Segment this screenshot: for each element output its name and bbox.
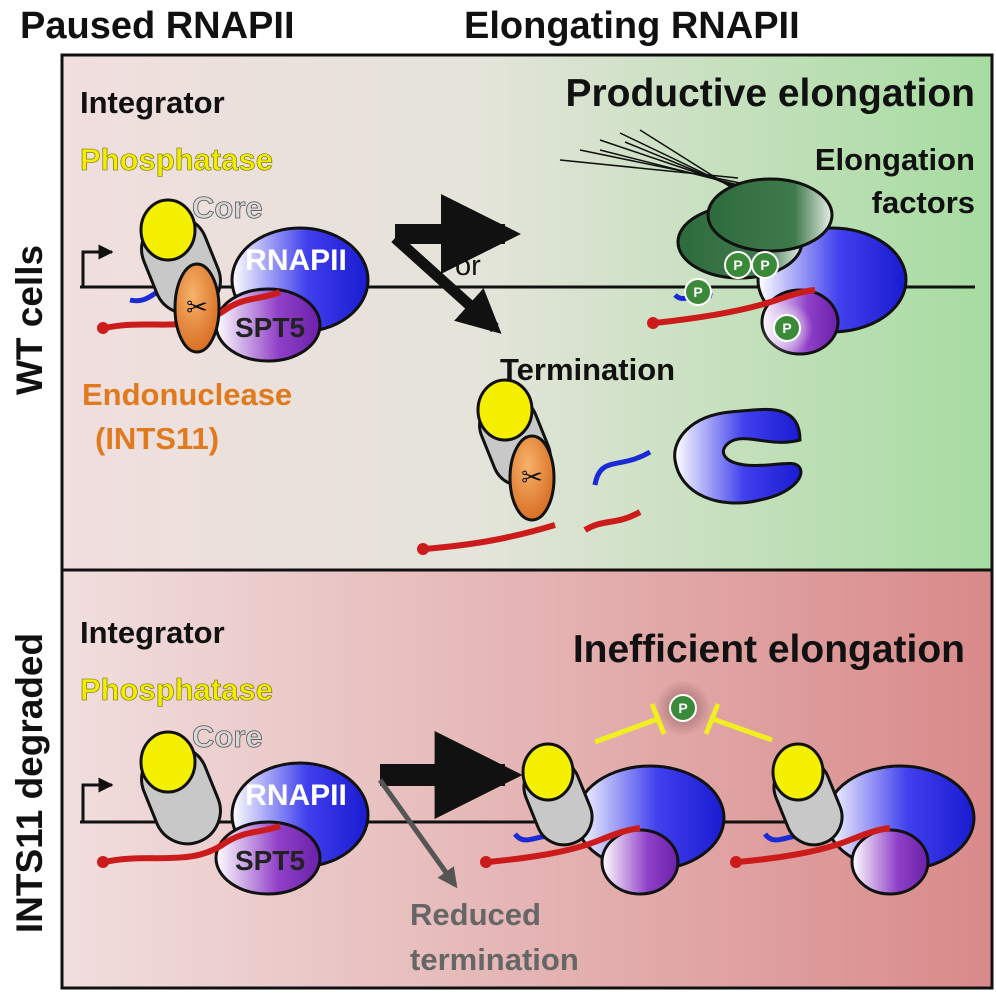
phospho-label-bottom: P bbox=[678, 700, 687, 716]
released-rnapii bbox=[673, 407, 803, 505]
nascent-rna-elong bbox=[654, 287, 816, 326]
inhibition-bar-left bbox=[649, 703, 667, 735]
phospho-label-1: P bbox=[693, 284, 702, 300]
phospho-label-4: P bbox=[782, 320, 791, 336]
label-or: or bbox=[455, 250, 481, 282]
label-reduced-line1: Reduced bbox=[410, 897, 541, 932]
arrow-to-termination bbox=[391, 233, 502, 334]
label-core-top: Core bbox=[192, 190, 263, 225]
side-label-ints11-degraded: INTS11 degraded bbox=[9, 633, 50, 933]
title-inefficient-elongation: Inefficient elongation bbox=[573, 628, 965, 671]
nascent-rna-stalled-2 bbox=[737, 825, 891, 865]
tss-arrow-bottom bbox=[81, 777, 114, 822]
arrow-reduced-termination bbox=[377, 778, 458, 889]
speed-lines bbox=[559, 129, 749, 199]
label-integrator-bottom: Integrator bbox=[80, 615, 225, 650]
label-ints11: (INTS11) bbox=[95, 421, 219, 456]
rna-cap-elong bbox=[647, 317, 659, 329]
released-blue-rna bbox=[592, 449, 652, 486]
inhibited-phosphorylation: P bbox=[594, 680, 773, 745]
paused-complex-top: ✂ RNAPII SPT5 bbox=[97, 198, 370, 363]
label-endonuclease: Endonuclease bbox=[82, 377, 292, 412]
cleaved-rna-cap bbox=[417, 543, 429, 555]
label-elongation-factors-line2: factors bbox=[872, 185, 975, 220]
phosphatase-blob-bottom bbox=[139, 730, 197, 794]
side-label-wt-cells: WT cells bbox=[9, 245, 50, 395]
label-elongation-factors-line1: Elongation bbox=[815, 142, 975, 177]
nascent-rna-bottom bbox=[104, 823, 282, 865]
tss-arrow-top bbox=[81, 244, 114, 287]
phospho-icon-1 bbox=[684, 278, 712, 306]
termination-products: ✂ bbox=[417, 378, 803, 555]
label-integrator-top: Integrator bbox=[80, 85, 225, 120]
rna-cap-bottom bbox=[97, 856, 109, 868]
label-spt5-top: SPT5 bbox=[235, 312, 305, 343]
phospho-icon-bottom bbox=[669, 694, 697, 722]
phospho-icon-3 bbox=[751, 251, 779, 279]
label-termination: Termination bbox=[500, 352, 675, 387]
paused-complex-bottom: RNAPII SPT5 bbox=[97, 730, 370, 896]
endonuclease-blob-top bbox=[173, 262, 221, 354]
phosphatase-blob-top bbox=[139, 198, 197, 262]
phospho-label-3: P bbox=[760, 257, 769, 273]
label-core-bottom: Core bbox=[192, 719, 263, 754]
stalled-complex-1 bbox=[480, 742, 726, 896]
phosphatase-blob-term bbox=[476, 378, 534, 442]
label-phosphatase-bottom: Phosphatase bbox=[80, 672, 273, 707]
elongation-factor-2 bbox=[706, 177, 834, 253]
stalled-complex-2 bbox=[730, 742, 976, 896]
label-spt5-bottom: SPT5 bbox=[235, 845, 305, 876]
scissors-icon-top: ✂ bbox=[186, 292, 208, 322]
scissors-icon-term: ✂ bbox=[521, 462, 543, 492]
spt5-blob-bottom bbox=[214, 820, 322, 896]
spt5-blob-stalled-1 bbox=[600, 828, 680, 896]
elongating-complex-top: P P P P bbox=[559, 129, 908, 356]
phosphatase-blob-stalled-1 bbox=[521, 742, 575, 802]
nascent-rna-stalled-1 bbox=[487, 825, 641, 865]
phospho-icon-4 bbox=[773, 314, 801, 342]
inhibition-line-left bbox=[594, 715, 661, 745]
cleaved-rna-2 bbox=[583, 509, 642, 533]
endonuclease-blob-term bbox=[508, 434, 556, 522]
rna-cap-stalled-2 bbox=[730, 856, 742, 868]
rna-cap-top bbox=[97, 322, 109, 334]
phosphatase-blob-stalled-2 bbox=[771, 742, 825, 802]
phospho-label-2: P bbox=[733, 257, 742, 273]
header-paused-rnapii: Paused RNAPII bbox=[20, 5, 295, 47]
spt5-blob-stalled-2 bbox=[850, 828, 930, 896]
title-productive-elongation: Productive elongation bbox=[565, 72, 975, 115]
label-phosphatase-top: Phosphatase bbox=[80, 142, 273, 177]
label-rnapii-top: RNAPII bbox=[245, 244, 347, 277]
header-elongating-rnapii: Elongating RNAPII bbox=[464, 5, 800, 47]
inhibition-line-right bbox=[709, 715, 773, 743]
inhibition-bar-right bbox=[703, 703, 721, 735]
cleaved-rna-1 bbox=[424, 522, 556, 552]
label-rnapii-bottom: RNAPII bbox=[245, 779, 347, 812]
label-reduced-line2: termination bbox=[410, 942, 579, 977]
rna-cap-stalled-1 bbox=[480, 856, 492, 868]
